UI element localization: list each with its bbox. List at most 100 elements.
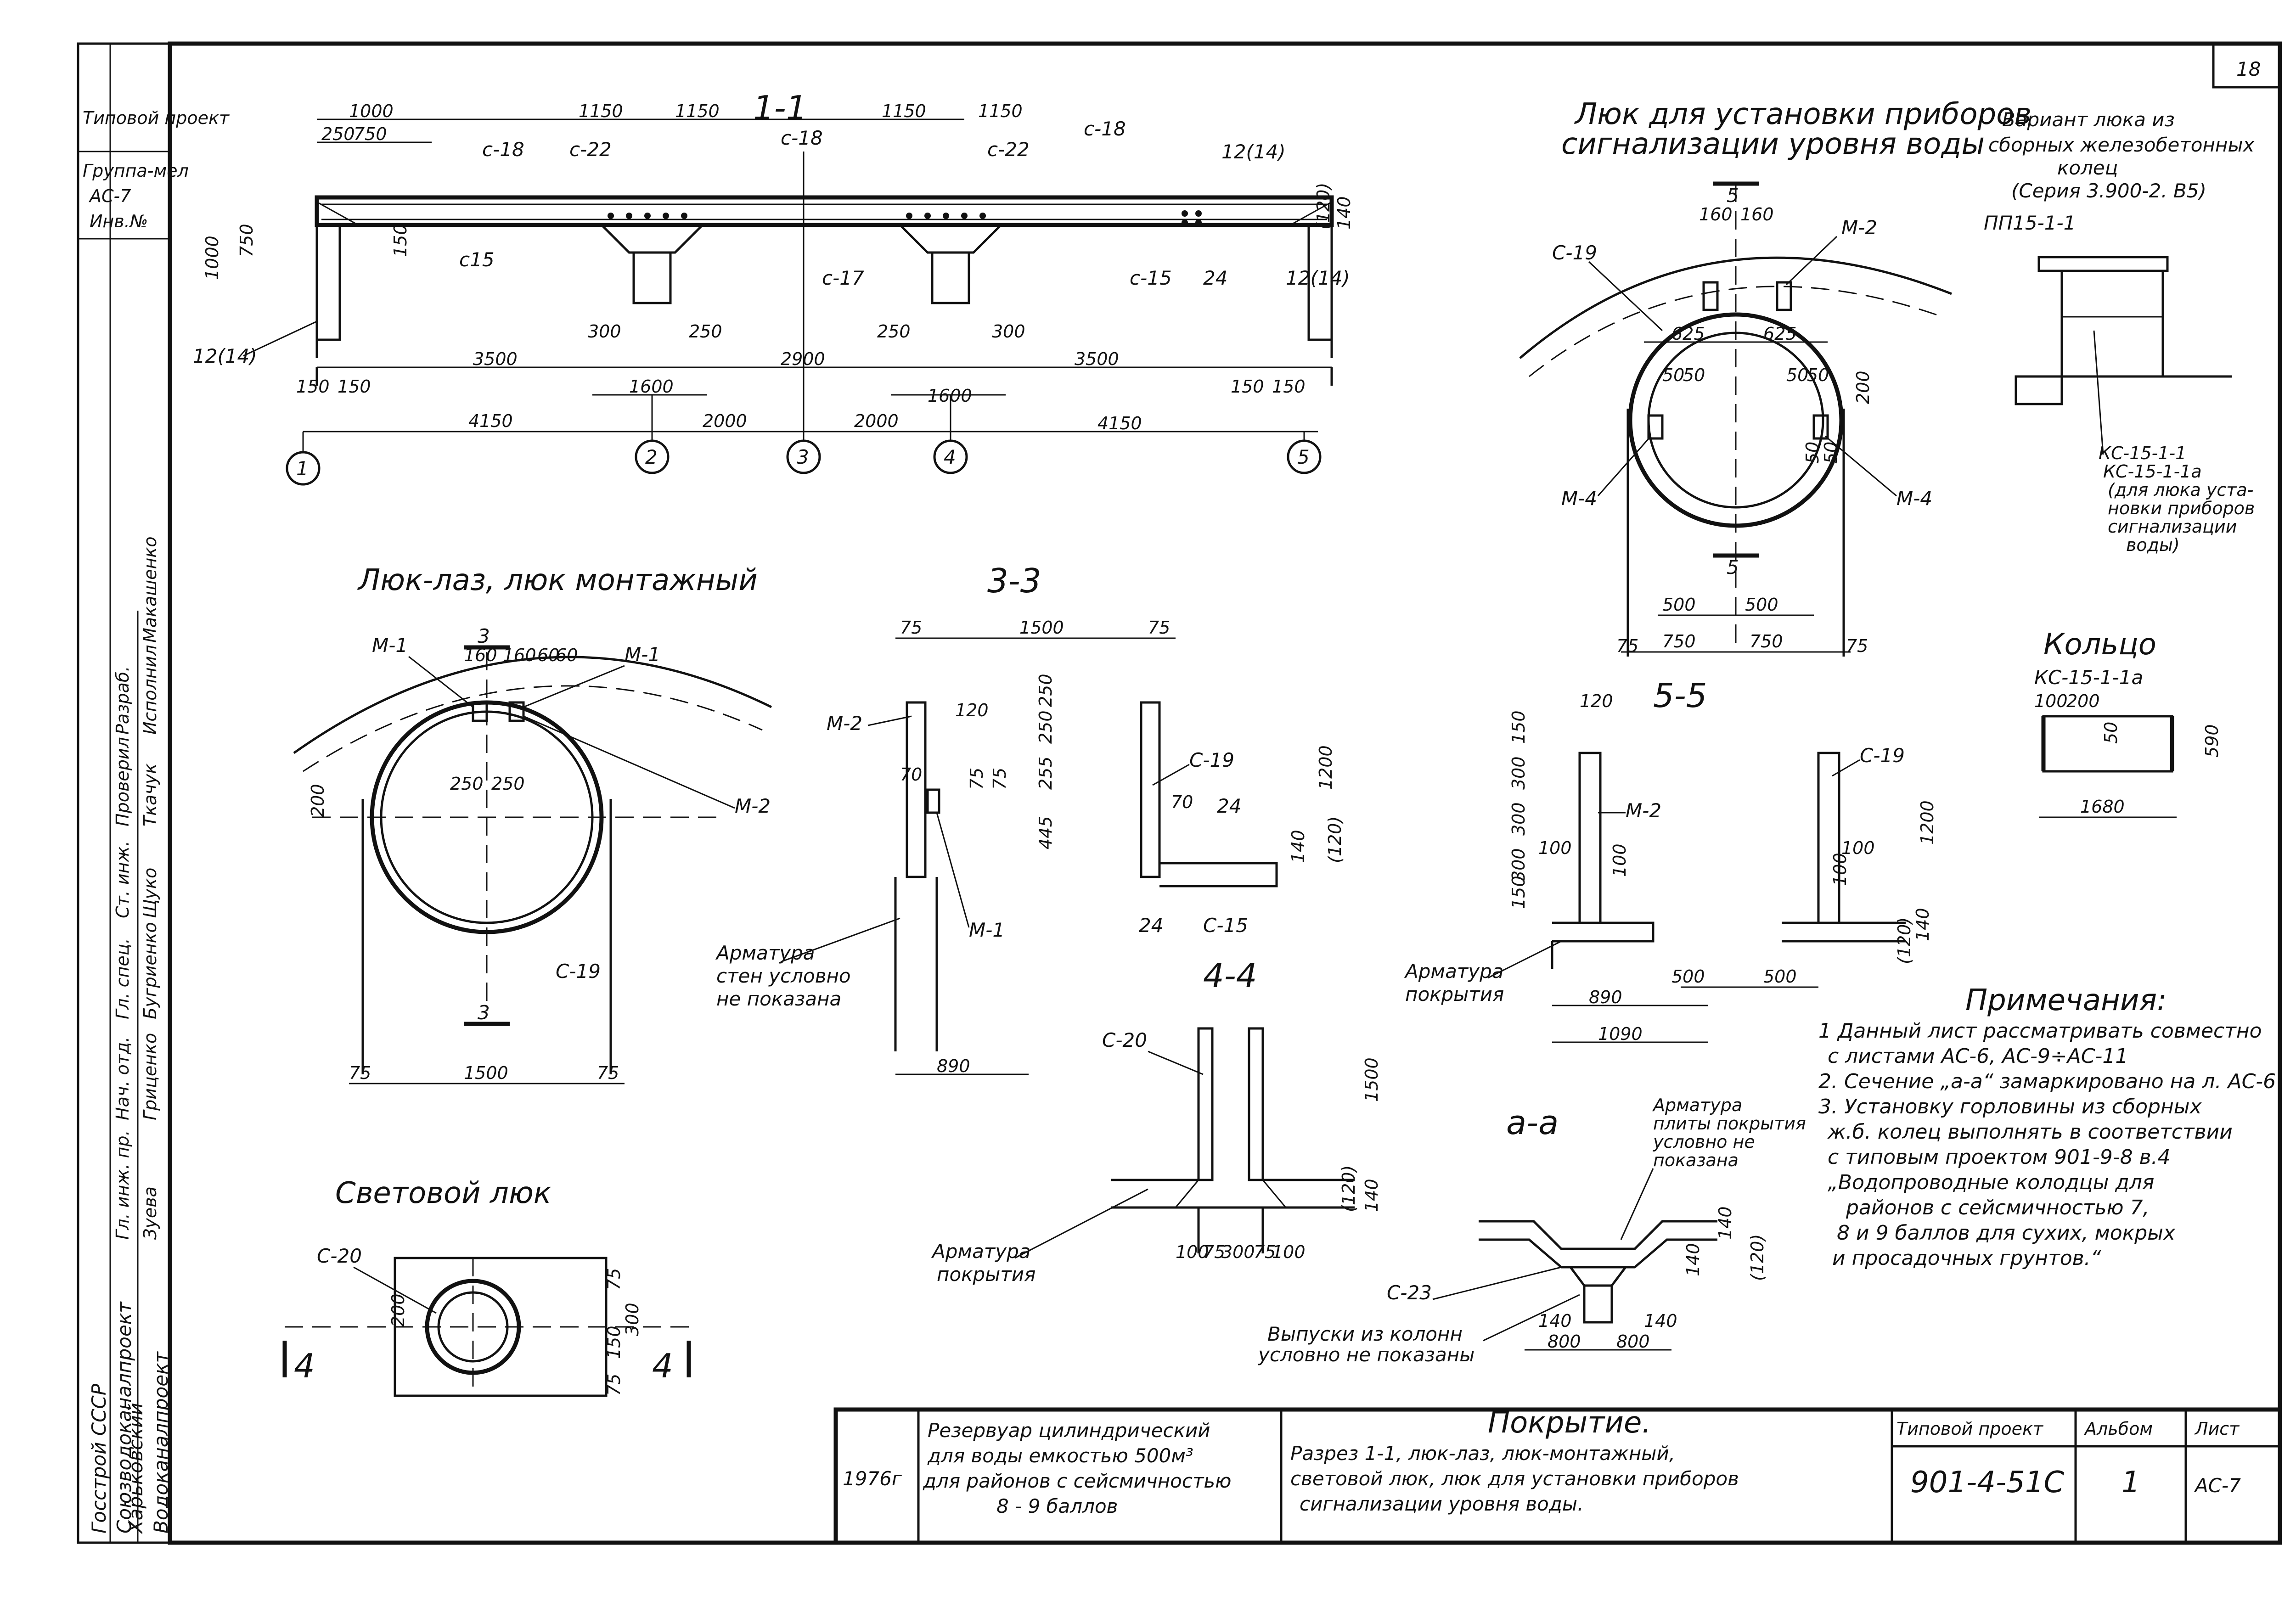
dim: 4150 [468,411,513,431]
slab-bottom [1479,1238,1717,1269]
label-m2: М-2 [827,712,862,735]
section-3-3: 3-3 75 1500 75 М-2 С-19 М-1 24 С-15 24 1… [715,562,1345,1076]
dim: 160 [1699,204,1733,225]
ring-variant-title-4: (Серия 3.900-2. В5) [2011,180,2206,202]
ring-title-2: КС-15-1-1а [2034,666,2143,689]
dim: 150 [296,376,330,397]
dim: 140 [1288,830,1308,863]
sig-12: Исполнил [140,645,160,735]
dim: 750 [1750,631,1783,652]
dim: 160 [1740,204,1774,225]
sig-7: Зуева [140,1186,160,1240]
note-line: „Водопроводные колодцы для [1828,1171,2154,1194]
sig-1: Гл. инж. пр. [113,1130,133,1240]
manhole: Люк-лаз, люк монтажный 3 3 М-1 М-1 М-2 С… [293,563,772,1084]
section-mark-label: 3 [478,625,490,647]
dim: 1000 [202,236,222,280]
leader [2093,330,2104,455]
dim: 50 [1807,365,1829,385]
leader [1832,759,1860,777]
org-line-2: Союзводоканалпроект [113,1301,135,1533]
dim: 75 [604,1374,624,1396]
dim: 3500 [1075,349,1119,369]
leader [523,715,735,809]
neck-wall-left [906,701,927,878]
sig-10: Щуко [140,868,160,918]
embed-m4 [1812,414,1829,440]
dim: (120) [1313,183,1334,230]
note-top: плиты покрытия [1653,1113,1806,1134]
object-line: 8 - 9 баллов [996,1495,1118,1517]
sig-8: Гриценко [140,1033,160,1120]
album-value: 1 [2122,1466,2140,1500]
note-line: и просадочных грунтов.“ [1832,1247,2101,1270]
leader [1620,1168,1654,1240]
dim: 50 [2101,722,2121,744]
dim: 1150 [579,101,623,121]
label-c19: С-19 [1189,749,1234,771]
sheet-value: АС-7 [2194,1474,2241,1497]
label-kc15a: КС-15-1-1а [2103,461,2202,482]
notes-title: Примечания: [1965,983,2167,1017]
note-rebar: не показана [716,988,841,1010]
leader [780,917,900,963]
dim: 150 [604,1326,624,1359]
sig-13: Макашенко [140,536,160,643]
capital-2 [598,224,706,254]
sig-11: Ткачук [140,764,160,826]
leader [1597,436,1652,496]
label-12-14: 12(14) [193,345,257,367]
dim: 250 [491,774,525,794]
left-stamp-1: Типовой проект [83,108,230,128]
dim: 150 [1508,710,1529,744]
dim: 150 [1231,376,1264,397]
org-block: Госстрой СССР Союзводоканалпроект [88,1301,135,1533]
section-4-4: 4-4 С-20 1500 140 (120) 100 75 300 75 10… [931,956,1382,1286]
label-m1: М-1 [625,643,660,666]
note-line: ж.б. колец выполнять в соответствии [1827,1120,2233,1144]
label-c18: с-18 [482,138,524,161]
org-block-2: Харьковский Водоканалпроект [124,1351,172,1534]
leader [1483,1294,1580,1342]
embed-m1 [508,701,525,722]
hatch-level-signal: Люк для установки приборов сигнализации … [1519,97,2032,657]
title-block-frame [833,1407,2282,1545]
dim: 1150 [882,101,926,121]
label-c15: с-15 [1130,267,1172,289]
note-line: с листами АС-6, АС-9÷АС-11 [1828,1045,2128,1068]
leader [1152,764,1190,786]
light-neck-left [1197,1027,1214,1181]
label-c23: С-23 [1387,1281,1432,1304]
left-stamp-2: Группа-мел [83,161,189,181]
dim: (120) [1747,1234,1767,1281]
ring-title-1: Кольцо [2043,628,2156,662]
label-note: сигнализации [2108,517,2237,537]
manhole-title: Люк-лаз, люк монтажный [357,563,758,597]
leader [243,320,317,357]
note-line: 1 Данный лист рассматривать совместно [1818,1019,2262,1043]
note-rebar: покрытия [1405,983,1504,1005]
embed-m4 [1647,414,1664,440]
leader [1588,261,1663,331]
dim: 60 [556,645,578,665]
note-top: показана [1653,1150,1739,1170]
dim: 75 [1203,1242,1225,1262]
dim: 500 [1662,595,1696,615]
dim: 250 [689,321,722,342]
label-m1: М-1 [372,634,408,657]
object-line: для районов с сейсмичностью [923,1470,1232,1492]
dim: 890 [937,1056,970,1076]
leader [1014,1188,1148,1259]
haunch-right [1290,201,1332,226]
label-c19: С-19 [556,960,601,983]
dim: 160 [503,645,536,665]
dim: 160 [464,645,497,665]
dim: 750 [1662,631,1696,652]
dim: 3500 [473,349,518,369]
dim: 100 [1830,853,1850,886]
dim: 500 [1671,966,1705,987]
label-c22: с-22 [569,138,612,161]
note-line: 2. Сечение „а-а“ замаркировано на л. АС-… [1818,1070,2276,1093]
dim: 100 [1609,843,1630,877]
